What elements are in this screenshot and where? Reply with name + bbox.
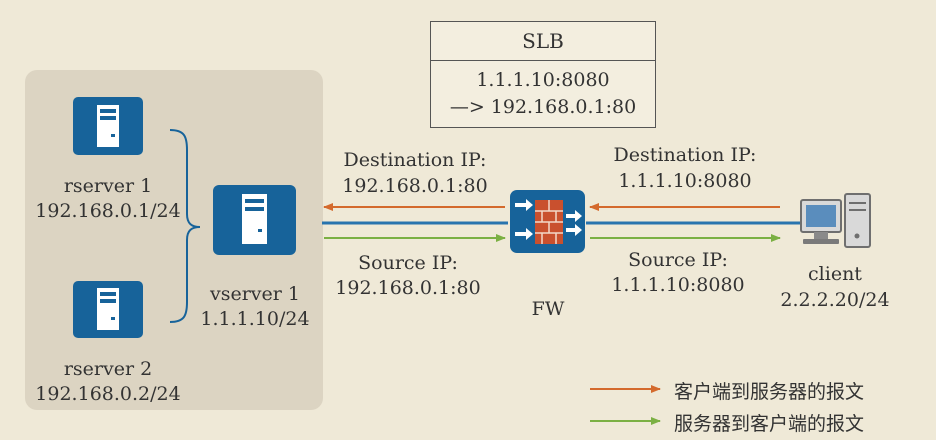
fw-name: FW xyxy=(531,298,565,320)
slb-mapping-source: 1.1.1.10:8080 xyxy=(476,69,610,91)
brace-connector xyxy=(169,129,201,323)
slb-box: SLB 1.1.1.10:8080 —> 192.168.0.1:80 xyxy=(430,21,656,128)
left-dest-ip-value: 192.168.0.1:80 xyxy=(342,175,488,197)
legend-label-client-to-server: 客户端到服务器的报文 xyxy=(674,381,865,403)
rserver-2-icon[interactable] xyxy=(73,281,143,338)
rserver-1-icon[interactable] xyxy=(73,97,143,155)
client-ip: 2.2.2.20/24 xyxy=(780,289,890,311)
left-dest-ip-label: Destination IP: xyxy=(343,149,487,171)
rserver-1-ip: 192.168.0.1/24 xyxy=(35,200,181,222)
right-dest-ip-value: 1.1.1.10:8080 xyxy=(618,170,752,192)
client-name: client xyxy=(808,263,862,285)
slb-title: SLB xyxy=(431,22,655,61)
left-src-ip-value: 192.168.0.1:80 xyxy=(335,277,481,299)
right-dest-ip-label: Destination IP: xyxy=(613,144,757,166)
right-src-ip-label: Source IP: xyxy=(628,249,728,271)
rserver-1-name: rserver 1 xyxy=(63,175,153,197)
legend-label-server-to-client: 服务器到客户端的报文 xyxy=(674,413,865,435)
vserver-icon[interactable] xyxy=(213,185,296,255)
rserver-2-ip: 192.168.0.2/24 xyxy=(35,383,181,405)
rserver-2-name: rserver 2 xyxy=(63,358,153,380)
firewall-icon[interactable] xyxy=(510,190,585,253)
client-pc-icon[interactable] xyxy=(800,193,871,248)
left-src-ip-label: Source IP: xyxy=(358,252,458,274)
slb-mapping-target: —> 192.168.0.1:80 xyxy=(449,96,637,118)
vserver-ip: 1.1.1.10/24 xyxy=(200,308,310,330)
vserver-name: vserver 1 xyxy=(210,283,300,305)
right-src-ip-value: 1.1.1.10:8080 xyxy=(611,274,745,296)
